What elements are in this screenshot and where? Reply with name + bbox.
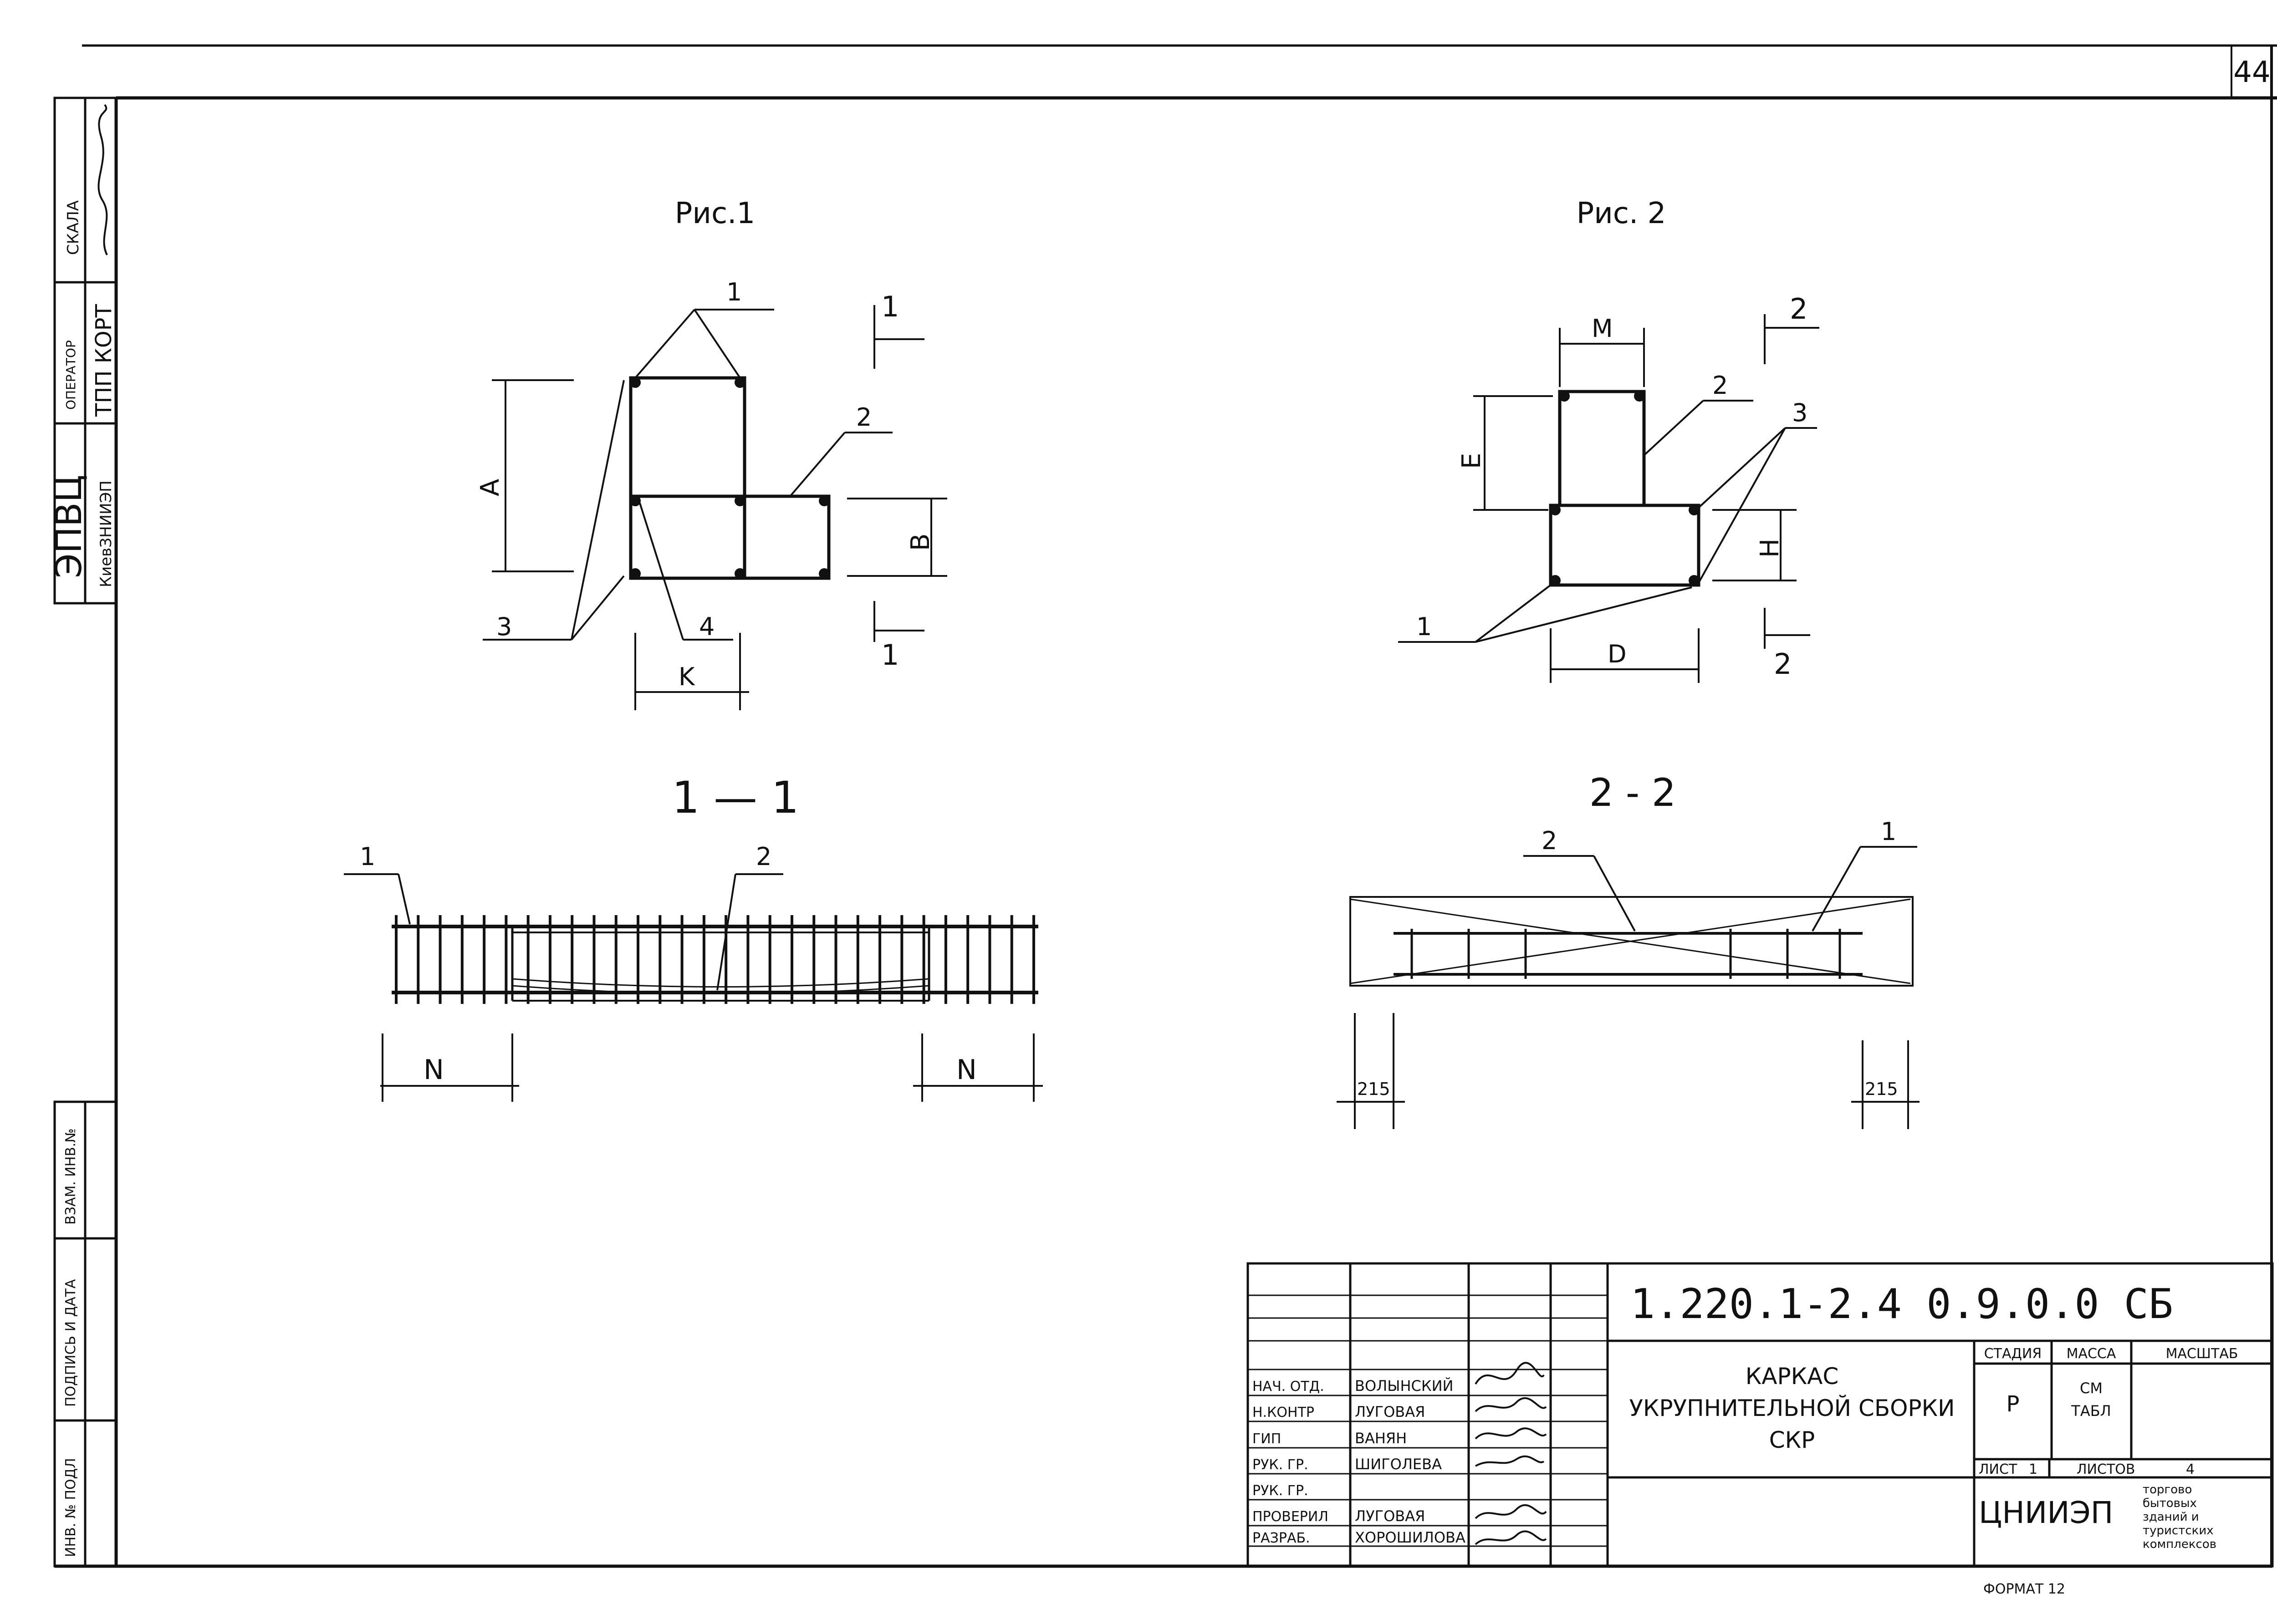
fig1-dim-a: A: [475, 479, 505, 496]
sheets-label: ЛИСТОВ: [2077, 1461, 2135, 1477]
sheet-frame: [55, 44, 2277, 1568]
format-label: ФОРМАТ 12: [1983, 1581, 2065, 1597]
fig1-dim-b: B: [906, 534, 935, 551]
fig2-dim-h: H: [1755, 539, 1785, 558]
doc-name-line-3: СКР: [1769, 1427, 1815, 1453]
side-podpis-data: ПОДПИСЬ И ДАТА: [63, 1279, 79, 1407]
sec22-label-1: 1: [1881, 817, 1896, 846]
sheets-value: 4: [2186, 1461, 2195, 1477]
fig2-label-1: 1: [1416, 612, 1432, 641]
doc-name-line-1: КАРКАС: [1746, 1363, 1838, 1390]
sheet-label: ЛИСТ: [1979, 1461, 2017, 1477]
fig1-drawing: [629, 376, 831, 580]
sec11-bars: [395, 915, 1035, 1004]
fig1-label-2: 2: [856, 403, 872, 432]
fig2-section-top: 2: [1790, 292, 1807, 326]
org-desc-1: торгово: [2143, 1483, 2192, 1497]
sec22-label-2: 2: [1542, 826, 1557, 855]
fig2-dim-e: E: [1457, 453, 1486, 469]
fig2-label-2: 2: [1712, 371, 1728, 400]
sec22-leaders: [1337, 846, 1920, 1129]
name-6: ХОРОШИЛОВА: [1355, 1529, 1465, 1546]
name-0: ВОЛЫНСКИЙ: [1355, 1377, 1453, 1395]
sec11-label-1: 1: [360, 842, 375, 871]
doc-name-line-2: УКРУПНИТЕЛЬНОЙ СБОРКИ: [1629, 1395, 1955, 1421]
org-desc-4: туристских: [2143, 1524, 2214, 1537]
stamp-operator-value: ТПП КОРТ: [91, 304, 117, 417]
doc-code: 1.220.1-2.4 0.9.0.0 СБ: [1630, 1280, 2173, 1328]
sec22-drawing: [1349, 896, 1914, 987]
sec11-title: 1 — 1: [672, 772, 799, 823]
sec22-dim-215-left: 215: [1357, 1079, 1390, 1099]
fig1-label-1: 1: [726, 278, 742, 306]
fig2-section-bottom: 2: [1774, 647, 1792, 681]
fig2-title: Рис. 2: [1577, 197, 1666, 230]
name-5: ЛУГОВАЯ: [1355, 1507, 1425, 1525]
role-2: ГИП: [1252, 1431, 1281, 1447]
sec11-drawing: [392, 925, 1038, 1002]
fig2-dim-d: D: [1608, 640, 1627, 668]
role-3: РУК. ГР.: [1252, 1457, 1308, 1473]
fig1-leaders: [483, 305, 947, 710]
org-name: ЦНИИЭП: [1979, 1495, 2113, 1530]
fig2-label-3: 3: [1792, 398, 1807, 427]
fig1-bars: [630, 377, 830, 579]
name-1: ЛУГОВАЯ: [1355, 1403, 1425, 1420]
side-inv-podl: ИНВ. № ПОДЛ: [63, 1458, 79, 1557]
sec11-leaders: [344, 873, 1043, 1102]
stamp-org-sub: КиевЗНИИЭП: [97, 480, 115, 587]
sheet-number: 44: [2233, 56, 2270, 89]
sec11-dim-n-left: N: [424, 1054, 444, 1086]
org-desc-2: бытовых: [2143, 1497, 2197, 1510]
fig2-drawing: [1549, 390, 1700, 587]
sec22-title: 2 - 2: [1589, 770, 1676, 815]
stage-label: СТАДИЯ: [1984, 1346, 2042, 1362]
sheet-value: 1: [2029, 1461, 2037, 1477]
title-block-rows: [1248, 1294, 1608, 1547]
role-0: НАЧ. ОТД.: [1252, 1379, 1324, 1395]
org-desc-5: комплексов: [2143, 1537, 2216, 1551]
stamp-operator-label: ОПЕРАТОР: [63, 340, 78, 410]
mass-value-1: СМ: [2080, 1380, 2103, 1397]
title-block-grid: [1246, 1262, 2274, 1568]
scale-label: МАСШТАБ: [2166, 1346, 2238, 1362]
fig1-section-bottom: 1: [881, 638, 899, 672]
stamp-org-main: ЭПВЦ: [49, 475, 90, 578]
fig2-bars: [1550, 391, 1700, 586]
role-4: РУК. ГР.: [1252, 1483, 1308, 1499]
side-columns: [53, 1100, 117, 1568]
fig2-leaders: [1398, 314, 1819, 683]
side-vzam-inv: ВЗАМ. ИНВ.№: [63, 1128, 79, 1225]
name-2: ВАНЯН: [1355, 1430, 1407, 1447]
left-stamp: [53, 97, 117, 605]
fig1-label-4: 4: [699, 612, 715, 641]
mass-label: МАССА: [2067, 1346, 2116, 1362]
stamp-signature: [97, 104, 108, 255]
role-1: Н.КОНТР: [1252, 1405, 1314, 1420]
sec11-dim-n-right: N: [956, 1054, 977, 1086]
sec22-dim-215-right: 215: [1865, 1079, 1898, 1099]
stamp-skala-label: СКАЛА: [64, 200, 82, 255]
org-desc-3: зданий и: [2143, 1510, 2199, 1524]
stage-value: Р: [2006, 1391, 2020, 1417]
role-6: РАЗРАБ.: [1252, 1530, 1310, 1546]
fig1-label-3: 3: [496, 612, 512, 641]
fig1-section-top: 1: [881, 290, 899, 323]
fig1-title: Рис.1: [675, 197, 755, 230]
mass-value-2: ТАБЛ: [2071, 1402, 2111, 1420]
name-3: ШИГОЛЕВА: [1355, 1456, 1442, 1473]
signatures: [1475, 1362, 1547, 1545]
fig2-dim-m: M: [1592, 314, 1613, 343]
fig1-dim-k: K: [679, 662, 695, 691]
sec11-label-2: 2: [756, 842, 771, 871]
role-5: ПРОВЕРИЛ: [1252, 1509, 1328, 1525]
